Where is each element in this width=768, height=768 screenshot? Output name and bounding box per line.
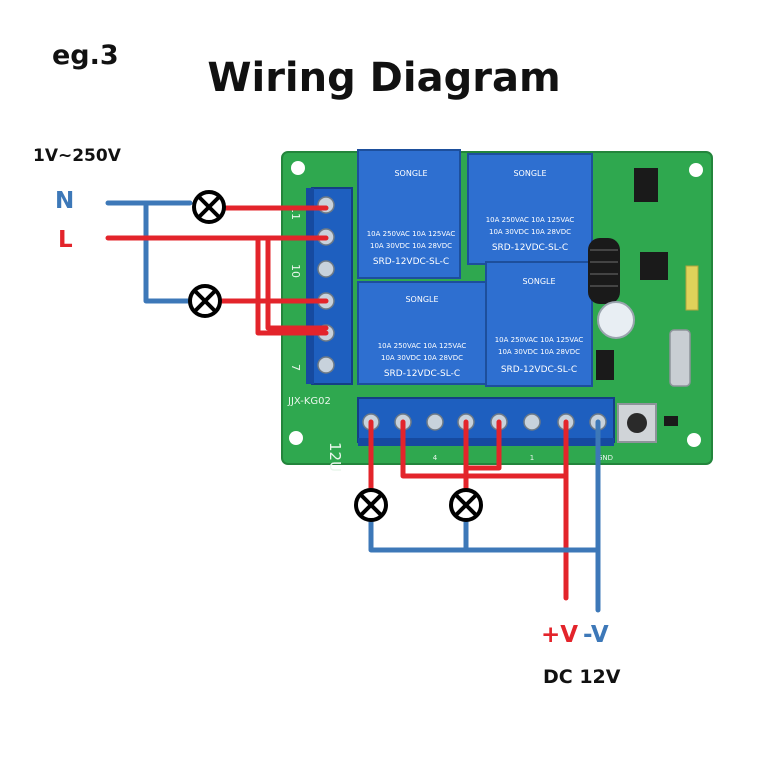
left-terminal-mark: 7: [289, 364, 302, 371]
left-terminal-screw: [317, 356, 335, 374]
left-terminal-mark: 10: [289, 264, 302, 278]
lamp-icon: [354, 488, 388, 522]
board-model: JJX-KG02: [287, 396, 331, 407]
relay-2: SONGLE 10A 250VAC 10A 125VAC 10A 30VDC 1…: [467, 153, 593, 265]
relay-3: SONGLE 10A 250VAC 10A 125VAC 10A 30VDC 1…: [357, 281, 487, 385]
relay-1: SONGLE 10A 250VAC 10A 125VAC 10A 30VDC 1…: [357, 149, 461, 279]
relay-rating-1: 10A 250VAC 10A 125VAC: [378, 342, 467, 350]
bottom-pin-mark: 4: [433, 454, 438, 462]
pin-header: [685, 265, 699, 311]
left-terminal-block: [306, 187, 353, 385]
mount-hole-bl: [289, 431, 303, 445]
left-terminal-screw: [317, 260, 335, 278]
capacitor: [597, 301, 635, 339]
relay-model: SRD-12VDC-SL-C: [373, 257, 449, 267]
dc-positive-wire: [368, 419, 569, 601]
lamp-icon: [449, 488, 483, 522]
bottom-pin-mark: GND: [597, 454, 613, 462]
relay-rating-1: 10A 250VAC 10A 125VAC: [486, 216, 575, 224]
dc-negative-label: -V: [583, 622, 609, 648]
relay-rating-1: 10A 250VAC 10A 125VAC: [367, 230, 456, 238]
input-voltage-mark: 12U: [326, 442, 344, 472]
crystal: [669, 329, 691, 387]
relay-brand: SONGLE: [405, 295, 438, 304]
left-terminal-screw: [317, 196, 335, 214]
relay-brand: SONGLE: [394, 169, 427, 178]
mount-hole-tr: [689, 163, 703, 177]
relay-rating-2: 10A 30VDC 10A 28VDC: [381, 354, 463, 362]
smd-resistor: [664, 416, 678, 426]
dc-negative-wire: [368, 419, 601, 613]
page-title: Wiring Diagram: [207, 55, 561, 101]
dc-supply-label: DC 12V: [543, 666, 621, 688]
relay-rating-1: 10A 250VAC 10A 125VAC: [495, 336, 584, 344]
antenna-coil: [588, 238, 620, 304]
relay-4: SONGLE 10A 250VAC 10A 125VAC 10A 30VDC 1…: [485, 261, 593, 387]
relay-model: SRD-12VDC-SL-C: [384, 369, 460, 379]
bottom-pin-mark: 1: [530, 454, 534, 462]
neutral-label: N: [55, 188, 75, 214]
lamp-icon: [192, 190, 226, 224]
relay-rating-2: 10A 30VDC 10A 28VDC: [498, 348, 580, 356]
diode: [596, 350, 614, 380]
relay-brand: SONGLE: [513, 169, 546, 178]
bottom-terminal-block: [357, 397, 615, 446]
receiver-chip: [634, 168, 658, 202]
ac-live-wire: [105, 205, 329, 336]
relay-rating-2: 10A 30VDC 10A 28VDC: [489, 228, 571, 236]
ac-neutral-wire: [105, 200, 193, 304]
bottom-terminal-screw: [523, 413, 541, 431]
relay-model: SRD-12VDC-SL-C: [501, 365, 577, 375]
mount-hole-tl: [291, 161, 305, 175]
example-label: eg.3: [52, 40, 119, 71]
relay-rating-2: 10A 30VDC 10A 28VDC: [370, 242, 452, 250]
relay-brand: SONGLE: [522, 277, 555, 286]
ac-voltage-label: 1V~250V: [33, 146, 121, 166]
mount-hole-br: [687, 433, 701, 447]
bottom-terminal-screw: [426, 413, 444, 431]
live-label: L: [58, 227, 73, 253]
relay-model: SRD-12VDC-SL-C: [492, 243, 568, 253]
decoder-chip: [640, 252, 668, 280]
dc-positive-label: +V: [541, 622, 579, 648]
push-button-cap: [627, 413, 647, 433]
lamp-icon: [188, 284, 222, 318]
